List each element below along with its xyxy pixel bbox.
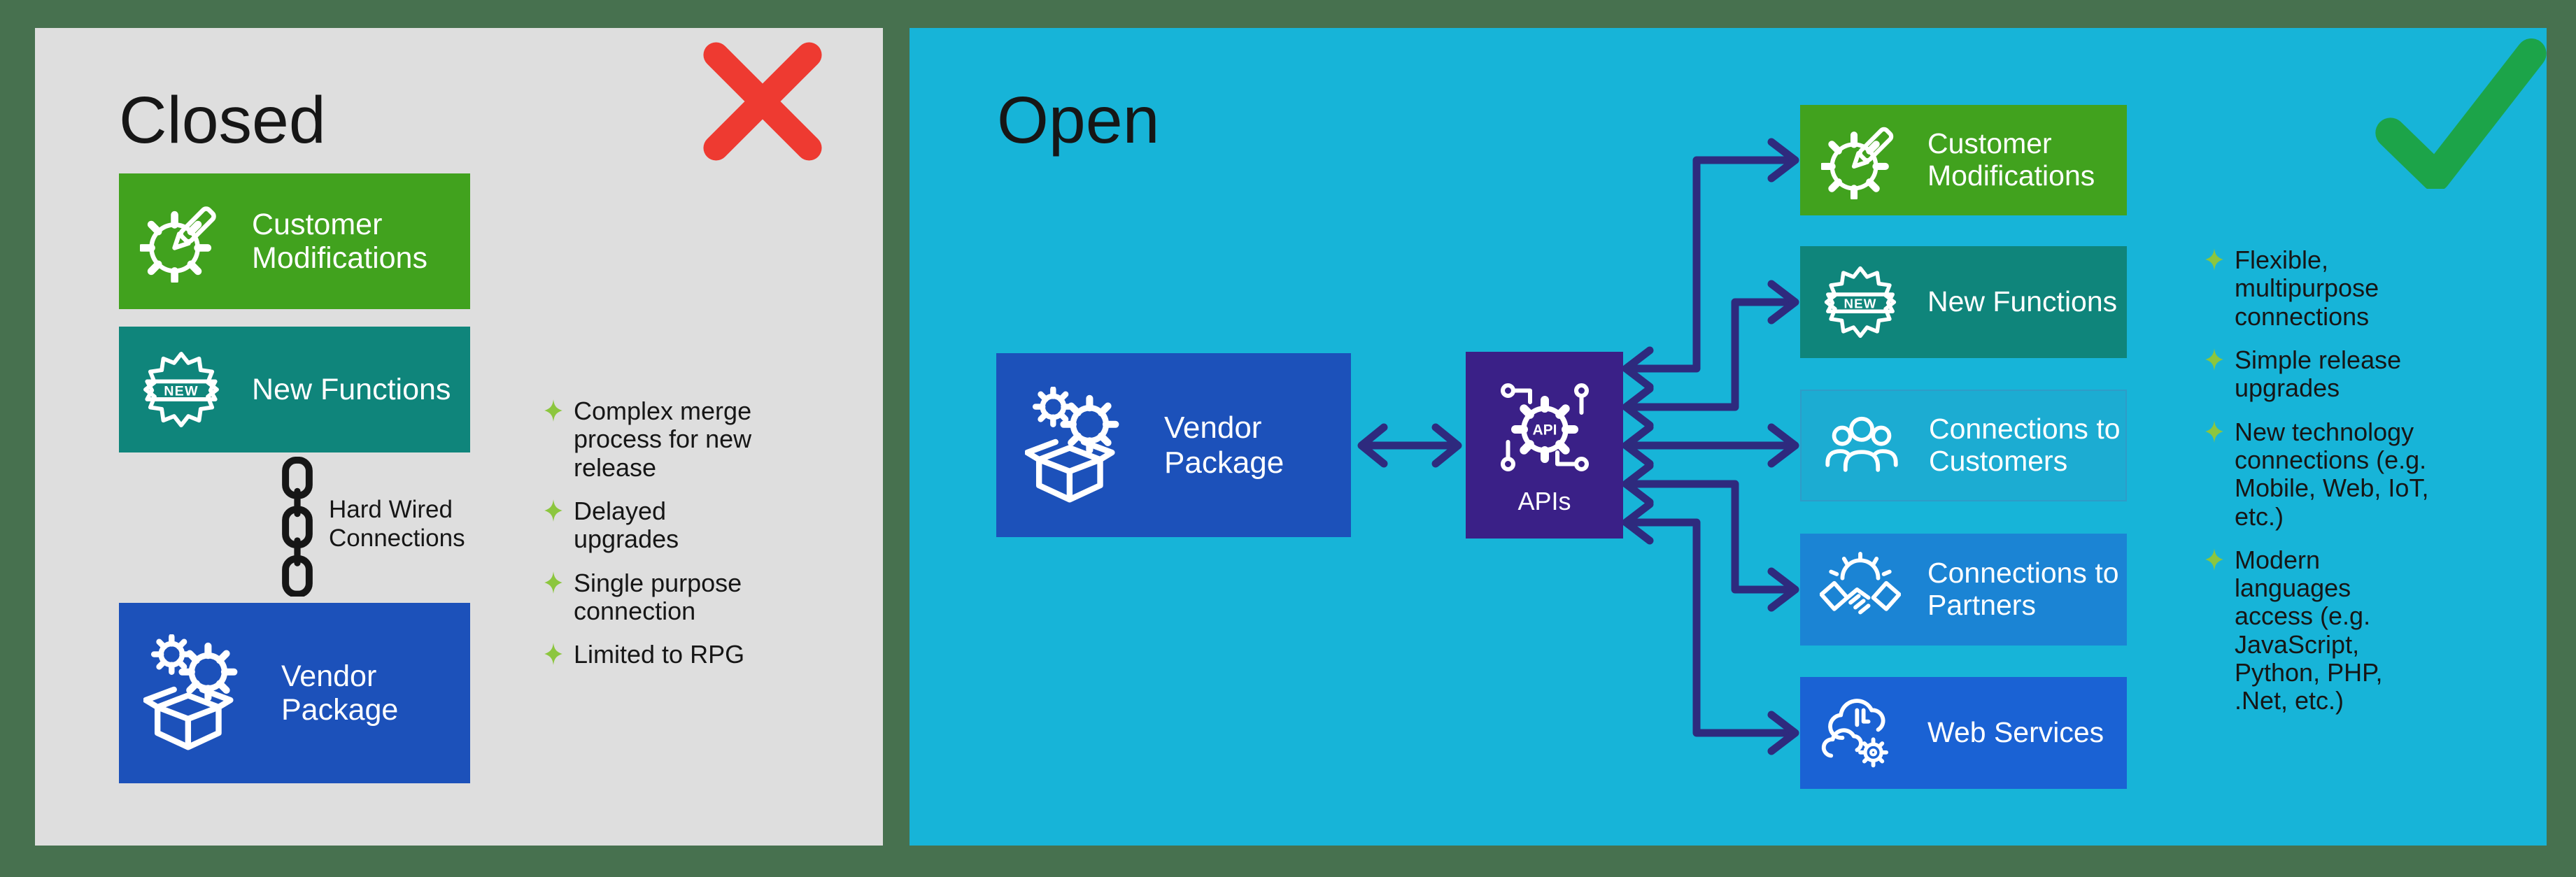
open-web-services-box: Web Services [1800, 677, 2127, 789]
connection-arrows [1357, 138, 1799, 755]
sparkle-icon [2205, 248, 2223, 271]
open-bullet-list: Flexible, multipurpose connections Simpl… [2205, 245, 2436, 715]
svg-text:NEW: NEW [1844, 296, 1877, 311]
chain-icon [282, 457, 313, 597]
closed-bullet-list: Complex merge process for new release De… [544, 397, 775, 669]
box-label: APIs [1517, 486, 1571, 515]
open-panel: Open [910, 28, 2547, 846]
list-item: Flexible, multipurpose connections [2205, 245, 2436, 331]
gear-pencil-icon [140, 206, 216, 283]
svg-text:API: API [1532, 422, 1557, 438]
gears-box-icon [143, 634, 238, 750]
list-item: Simple release upgrades [2205, 345, 2436, 403]
x-mark-icon [703, 42, 822, 161]
list-item: Single purpose connection [544, 569, 775, 626]
closed-title: Closed [119, 83, 326, 157]
closed-panel: Closed Custom [35, 28, 883, 846]
open-connections-partners-box: Connections to Partners [1800, 534, 2127, 646]
list-item: Complex merge process for new release [544, 397, 775, 482]
box-label: Web Services [1927, 716, 2104, 749]
list-item: Modern languages access (e.g. JavaScript… [2205, 546, 2436, 715]
new-badge-icon: NEW [1824, 266, 1897, 338]
gear-pencil-icon [1821, 127, 1894, 199]
apis-box: API APIs [1466, 352, 1623, 539]
cloud-gear-icon [1821, 699, 1889, 768]
open-customer-modifications-box: Customer Modifications [1800, 105, 2127, 215]
open-new-functions-box: NEW New Functions [1800, 246, 2127, 358]
sparkle-icon [544, 499, 562, 522]
sparkle-icon [544, 399, 562, 422]
list-item: Limited to RPG [544, 640, 775, 669]
box-label: Vendor Package [1164, 411, 1285, 480]
open-connections-customers-box: Connections to Customers [1800, 390, 2127, 501]
box-label: Connections to Customers [1929, 413, 2121, 477]
box-label: Vendor Package [281, 659, 399, 727]
handshake-gear-icon [1820, 552, 1901, 615]
box-label: Customer Modifications [252, 207, 427, 275]
box-label: Customer Modifications [1927, 127, 2095, 192]
open-vendor-package-box: Vendor Package [996, 353, 1351, 537]
people-group-icon [1825, 416, 1898, 472]
list-item: Delayed upgrades [544, 497, 775, 554]
box-label: Connections to Partners [1927, 557, 2119, 621]
box-label: New Functions [252, 372, 451, 406]
closed-new-functions-box: NEW New Functions [119, 327, 470, 452]
gears-box-icon [1025, 386, 1119, 502]
hard-wired-connections-note: Hard Wired Connections [329, 496, 465, 552]
sparkle-icon [544, 643, 562, 666]
api-gear-icon: API [1500, 383, 1589, 471]
list-item: New technology connections (e.g. Mobile,… [2205, 418, 2436, 531]
closed-vendor-package-box: Vendor Package [119, 603, 470, 783]
closed-customer-modifications-box: Customer Modifications [119, 173, 470, 309]
sparkle-icon [544, 571, 562, 594]
svg-text:NEW: NEW [164, 384, 198, 399]
box-label: New Functions [1927, 285, 2118, 318]
sparkle-icon [2205, 348, 2223, 371]
sparkle-icon [2205, 420, 2223, 443]
new-badge-icon: NEW [143, 352, 219, 427]
sparkle-icon [2205, 548, 2223, 571]
check-mark-icon [2375, 38, 2547, 189]
open-title: Open [997, 83, 1160, 157]
